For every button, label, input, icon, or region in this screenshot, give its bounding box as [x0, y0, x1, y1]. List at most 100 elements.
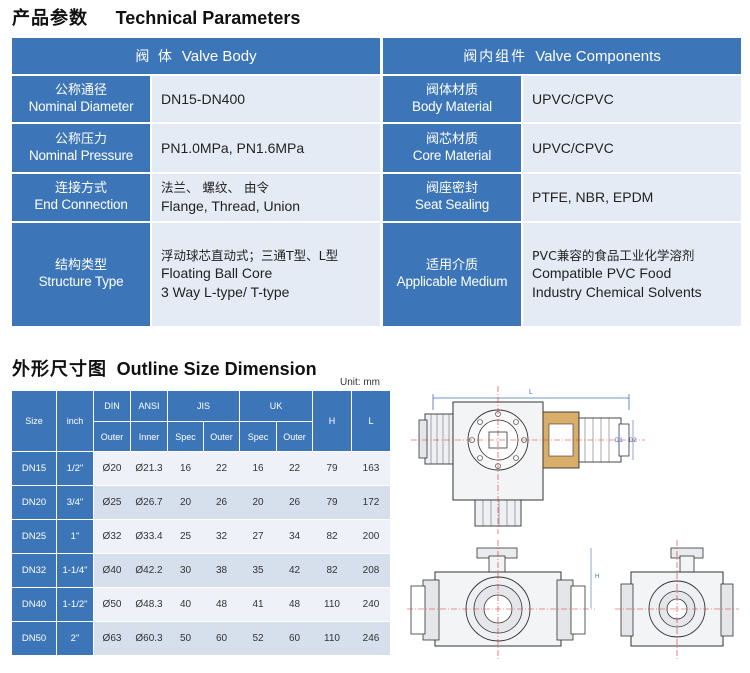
row-band [94, 520, 390, 553]
header-jis-spec: Spec [168, 422, 203, 451]
label-en: Nominal Diameter [28, 98, 134, 114]
cell-jis-spec: 50 [179, 633, 192, 644]
cell-uk-spec: 16 [252, 463, 264, 474]
cell-inch: 1" [57, 520, 93, 553]
cell-uk-spec: 52 [252, 633, 264, 644]
row-band [94, 554, 390, 587]
label-zh: 公称通径 [54, 82, 107, 98]
technical-parameters-table: 阀 体 Valve Body 阀内组件 Valve Components 公称通… [12, 38, 741, 326]
cell-inch: 1/2" [57, 452, 93, 485]
valve-body-header-zh: 阀 体 [135, 49, 174, 65]
cell-size: DN40 [12, 588, 56, 621]
body-material-label: 阀体材质 Body Material [383, 76, 521, 122]
label-en: End Connection [34, 197, 128, 213]
value-zh: 浮动球芯直动式；三通T型、L型 [161, 247, 339, 263]
valve-drawings: L D1 D2 [407, 386, 739, 660]
cell-l: 172 [362, 497, 380, 508]
dim-h-label: H [595, 574, 599, 580]
outline-title-en: Outline Size Dimension [116, 359, 317, 379]
cell-uk-outer: 26 [288, 497, 301, 508]
cell-inch: 3/4" [57, 486, 93, 519]
cell-size: DN50 [12, 622, 56, 655]
header-size: Size [12, 391, 56, 451]
cell-jis-spec: 40 [179, 599, 192, 610]
cell-l: 246 [362, 633, 380, 644]
end-connection-label: 连接方式 End Connection [12, 174, 150, 221]
applicable-medium-value: PVC兼容的食品工业化学溶剂 Compatible PVC Food Indus… [523, 223, 741, 326]
header-uk-spec: Spec [240, 422, 276, 451]
top-view-drawing: L D1 D2 [411, 386, 645, 534]
dim-d1-label: D1 [615, 438, 623, 444]
outline-title: 外形尺寸图 Outline Size Dimension [12, 355, 317, 381]
row-band [94, 486, 390, 519]
dim-l-label: L [529, 389, 533, 396]
cell-jis-outer: 32 [215, 531, 228, 542]
core-material-value: UPVC/CPVC [523, 124, 741, 172]
valve-body-header: 阀 体 Valve Body [12, 38, 380, 74]
cell-din-outer: Ø25 [102, 497, 122, 508]
cell-inch: 1-1/4" [57, 554, 93, 587]
cell-uk-outer: 34 [288, 531, 301, 542]
cell-h: 79 [326, 463, 338, 474]
header-h: H [313, 391, 351, 451]
cell-size: DN32 [12, 554, 56, 587]
cell-ansi-inner: Ø21.3 [135, 463, 163, 474]
header-ansi: ANSI [131, 391, 167, 421]
cell-l: 240 [362, 599, 380, 610]
cell-uk-outer: 42 [288, 565, 301, 576]
cell-din-outer: Ø32 [102, 531, 122, 542]
valve-body-header-en: Valve Body [181, 47, 257, 65]
label-zh: 阀座密封 [425, 181, 478, 197]
technical-title-zh: 产品参数 [12, 8, 88, 29]
side-view-drawing [615, 540, 739, 660]
cell-ansi-inner: Ø48.3 [135, 599, 163, 610]
outline-title-zh: 外形尺寸图 [12, 359, 107, 380]
cell-inch: 1-1/2" [57, 588, 93, 621]
cell-uk-spec: 27 [252, 531, 264, 542]
cell-ansi-inner: Ø42.2 [135, 565, 163, 576]
dim-d2-label: D2 [629, 438, 637, 444]
technical-title-en: Technical Parameters [115, 8, 301, 28]
label-en: Applicable Medium [396, 274, 508, 290]
label-en: Body Material [412, 98, 492, 114]
cell-uk-outer: 48 [288, 599, 301, 610]
structure-type-label: 结构类型 Structure Type [12, 223, 150, 326]
cell-jis-outer: 26 [215, 497, 228, 508]
header-jis-outer: Outer [204, 422, 239, 451]
cell-h: 110 [324, 599, 340, 610]
nominal-diameter-label: 公称通径 Nominal Diameter [12, 76, 150, 122]
label-zh: 公称压力 [54, 131, 107, 147]
cell-h: 82 [326, 565, 338, 576]
cell-jis-spec: 16 [179, 463, 192, 474]
label-en: Structure Type [38, 274, 124, 290]
header-ansi-inner: Inner [131, 422, 167, 451]
cell-h: 79 [326, 497, 338, 508]
label-zh: 阀体材质 [425, 82, 478, 98]
value-zh: 法兰、 螺纹、 由令 [161, 180, 269, 196]
value-zh: PVC兼容的食品工业化学溶剂 [532, 247, 695, 263]
cell-din-outer: Ø63 [102, 633, 122, 644]
cell-jis-outer: 22 [215, 463, 228, 474]
header-uk-outer: Outer [277, 422, 312, 451]
outline-size-table: Size inch DIN ANSI JIS UK H L Outer Inne… [12, 391, 390, 655]
cell-jis-outer: 38 [215, 565, 228, 576]
front-view-drawing: H [407, 540, 599, 660]
cell-uk-outer: 60 [288, 633, 301, 644]
valve-components-header-en: Valve Components [535, 47, 661, 65]
cell-din-outer: Ø40 [102, 565, 122, 576]
nominal-diameter-value: DN15-DN400 [152, 76, 380, 122]
cell-size: DN20 [12, 486, 56, 519]
cell-inch: 2" [57, 622, 93, 655]
cell-jis-spec: 25 [179, 531, 192, 542]
cell-ansi-inner: Ø26.7 [135, 497, 163, 508]
seat-sealing-label: 阀座密封 Seat Sealing [383, 174, 521, 221]
unit-label: Unit: mm [340, 377, 380, 388]
header-inch: inch [57, 391, 93, 451]
row-band [94, 452, 390, 485]
seat-sealing-value: PTFE, NBR, EPDM [523, 174, 741, 221]
row-band [94, 622, 390, 655]
row-band [94, 588, 390, 621]
cell-uk-spec: 20 [252, 497, 264, 508]
cell-din-outer: Ø20 [102, 463, 122, 474]
cell-ansi-inner: Ø33.4 [135, 531, 163, 542]
